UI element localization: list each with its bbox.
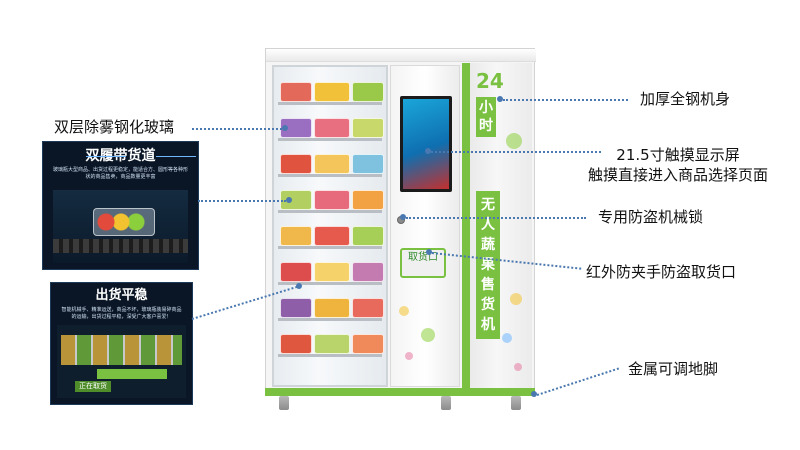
callout-steel-body: 加厚全钢机身 <box>640 90 731 108</box>
fruit-box <box>93 208 155 236</box>
glass-window <box>272 65 388 387</box>
callout-line <box>406 217 586 219</box>
cabinet-top <box>266 49 536 62</box>
machine-base <box>265 388 535 396</box>
callout-line <box>431 151 601 153</box>
callout-line <box>192 128 282 130</box>
shelf-row <box>278 147 384 177</box>
shelf-row <box>278 291 384 321</box>
shelf-rack <box>61 335 182 365</box>
belt-channel-title: 双履带货道 <box>43 147 198 165</box>
shelf-row <box>278 327 384 357</box>
stable-delivery-description: 智能机械手、精准运送，商品不坏，玻璃瓶装易碎商品的运输，出货过程平稳，深受广大客… <box>61 307 182 320</box>
side-stripe <box>462 63 470 389</box>
touchscreen[interactable] <box>400 96 452 192</box>
belt-channel-description: 玻璃瓶大型商品、出货过程更稳定，能适合方、圆形等各种形状的商品售卖，商品数量更丰… <box>53 167 189 180</box>
stable-delivery-title: 出货平稳 <box>95 288 148 303</box>
hours-label: 小时 <box>476 97 496 137</box>
machine-name-vertical: 无人蔬果售货机 <box>476 191 500 339</box>
callout-glass: 双层除雾钢化玻璃 <box>54 118 175 136</box>
callout-dot <box>425 148 431 154</box>
pickup-port-label: 取货口 <box>408 252 438 263</box>
callout-dot <box>426 249 432 255</box>
callout-feet: 金属可调地脚 <box>628 360 719 378</box>
adjustable-foot <box>511 396 521 410</box>
picking-status-badge: 正在取货 <box>75 381 111 392</box>
control-door: 取货口 <box>390 65 460 387</box>
shelf-row <box>278 219 384 249</box>
vending-machine: 取货口 24 小时 无人蔬果售货机 <box>265 48 536 410</box>
adjustable-foot <box>441 396 451 410</box>
callout-lock: 专用防盗机械锁 <box>598 208 704 226</box>
shelf-row <box>278 255 384 285</box>
machine-cabinet: 取货口 24 小时 无人蔬果售货机 <box>265 48 536 393</box>
callout-dot <box>282 125 288 131</box>
delivery-shelf-image: 正在取货 <box>57 325 186 398</box>
callout-dot <box>296 283 302 289</box>
hours-number: 24 <box>476 69 504 93</box>
callout-dot <box>400 214 406 220</box>
callout-dot <box>286 197 292 203</box>
touchscreen-display <box>403 99 449 189</box>
callout-dot <box>531 391 537 397</box>
belt-track <box>53 239 188 253</box>
callout-touchscreen: 21.5寸触摸显示屏 触摸直接进入商品选择页面 <box>588 145 768 185</box>
callout-line <box>503 99 628 101</box>
callout-touchscreen-line1: 21.5寸触摸显示屏 <box>616 146 740 164</box>
pickup-port[interactable]: 取货口 <box>400 248 446 278</box>
callout-touchscreen-line2: 触摸直接进入商品选择页面 <box>588 166 769 184</box>
shelf-row <box>278 183 384 213</box>
robot-arm <box>97 369 167 379</box>
side-panel: 24 小时 无人蔬果售货机 <box>462 63 532 389</box>
callout-line <box>198 200 286 202</box>
callout-pickup-port: 红外防夹手防盗取货口 <box>586 263 737 281</box>
callout-dot <box>497 96 503 102</box>
stable-delivery-panel: 出货平稳 智能机械手、精准运送，商品不坏，玻璃瓶装易碎商品的运输，出货过程平稳，… <box>51 283 192 404</box>
callout-line <box>536 367 620 396</box>
shelf-row <box>278 75 384 105</box>
belt-channel-panel: 双履带货道 玻璃瓶大型商品、出货过程更稳定，能适合方、圆形等各种形状的商品售卖，… <box>43 142 198 269</box>
adjustable-foot <box>279 396 289 410</box>
belt-conveyor-image <box>53 190 188 263</box>
shelf-row <box>278 111 384 141</box>
